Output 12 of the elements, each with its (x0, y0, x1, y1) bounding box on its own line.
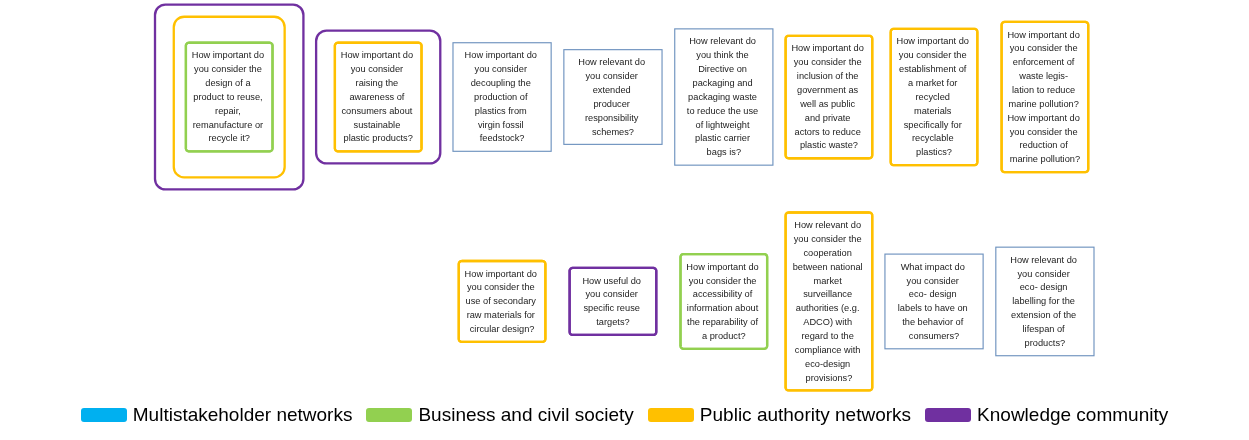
legend-label: Public authority networks (699, 404, 912, 426)
cluster (172, 15, 286, 179)
node-box: How relevant do you consider extended producer responsibility schemes? (563, 49, 663, 145)
node-box: How important do you consider decoupling the production of plastics from virgin fossil feedstock? (452, 42, 552, 152)
legend-label: Knowledge community (977, 404, 1169, 426)
node-box: How relevant do you think the Directive on packaging and packaging waste to reduce the use of lightweight plastic carrier bags is? (674, 28, 774, 166)
legend-label: Business and civil society (418, 404, 634, 426)
cluster (314, 29, 442, 165)
node-box: What impact do you consider eco- design labels to have on the behavior of consumers? (884, 253, 984, 350)
node-box: How relevant do you consider eco- design labelling for the extension of the lifespan of products? (995, 246, 1095, 357)
cluster (153, 3, 305, 191)
legend-label: Multistakeholder networks (132, 404, 353, 426)
